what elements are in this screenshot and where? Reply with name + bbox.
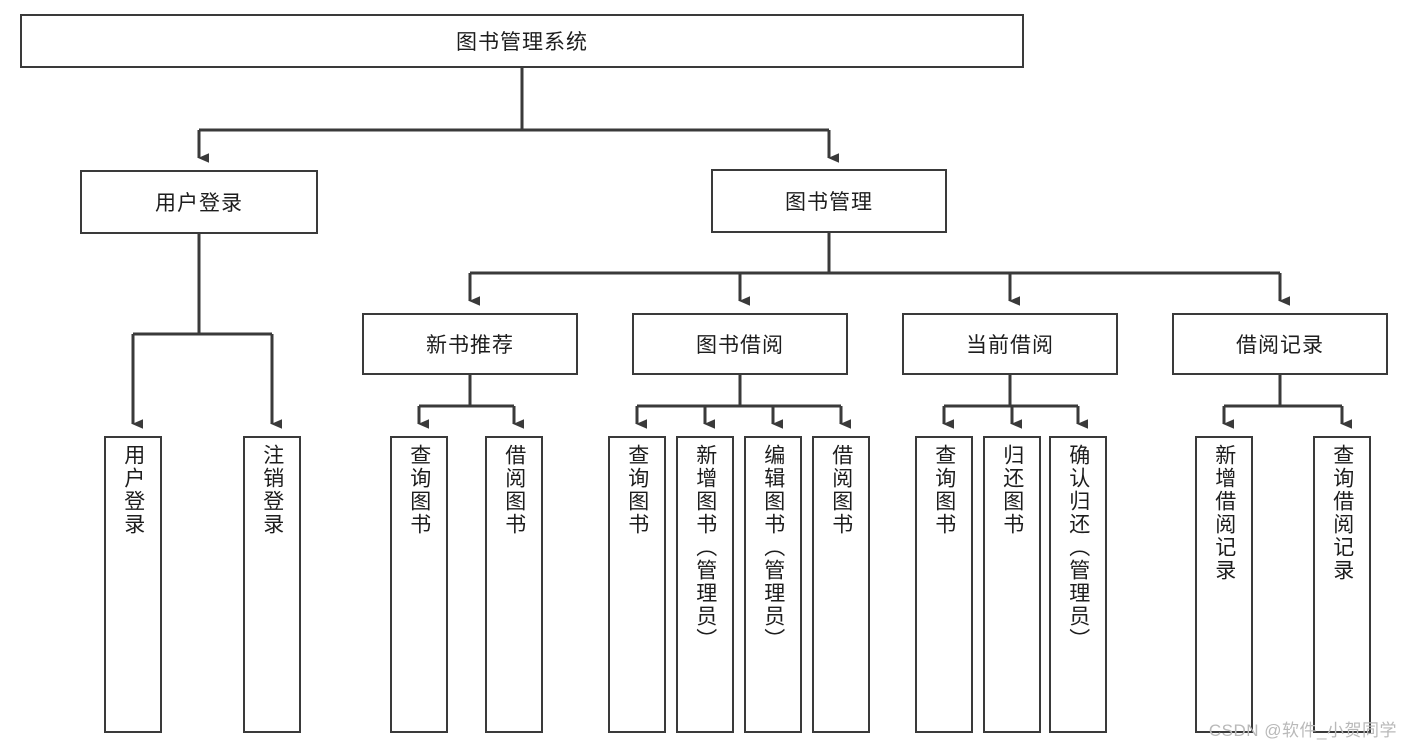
node-label: 编辑图书（管理员） bbox=[761, 444, 785, 651]
leaf-borrow-add-book-admin[interactable]: 新增图书（管理员） bbox=[676, 436, 734, 733]
leaf-recommend-borrow-book[interactable]: 借阅图书 bbox=[485, 436, 543, 733]
node-label: 新书推荐 bbox=[426, 334, 514, 357]
node-label: 确认归还（管理员） bbox=[1066, 444, 1090, 651]
node-label: 图书管理 bbox=[785, 191, 873, 214]
node-label: 图书借阅 bbox=[696, 334, 784, 357]
node-label: 归还图书 bbox=[1000, 444, 1024, 536]
leaf-borrow-query-book[interactable]: 查询图书 bbox=[608, 436, 666, 733]
node-book-borrow[interactable]: 图书借阅 bbox=[632, 313, 848, 375]
leaf-record-query-record[interactable]: 查询借阅记录 bbox=[1313, 436, 1371, 733]
leaf-current-return-book[interactable]: 归还图书 bbox=[983, 436, 1041, 733]
node-borrow-record[interactable]: 借阅记录 bbox=[1172, 313, 1388, 375]
node-book-management[interactable]: 图书管理 bbox=[711, 169, 947, 233]
node-label: 查询图书 bbox=[932, 444, 956, 536]
node-label: 借阅记录 bbox=[1236, 334, 1324, 357]
node-new-book-recommend[interactable]: 新书推荐 bbox=[362, 313, 578, 375]
node-label: 当前借阅 bbox=[966, 334, 1054, 357]
node-label: 用户登录 bbox=[121, 444, 145, 536]
node-label: 新增图书（管理员） bbox=[693, 444, 717, 651]
node-root-system[interactable]: 图书管理系统 bbox=[20, 14, 1024, 68]
node-label: 新增借阅记录 bbox=[1212, 444, 1236, 582]
node-label: 借阅图书 bbox=[502, 444, 526, 536]
leaf-current-query-book[interactable]: 查询图书 bbox=[915, 436, 973, 733]
node-label: 图书管理系统 bbox=[456, 31, 588, 54]
node-label: 查询图书 bbox=[625, 444, 649, 536]
node-label: 注销登录 bbox=[260, 444, 284, 536]
leaf-current-confirm-return-admin[interactable]: 确认归还（管理员） bbox=[1049, 436, 1107, 733]
node-current-borrow[interactable]: 当前借阅 bbox=[902, 313, 1118, 375]
leaf-recommend-query-book[interactable]: 查询图书 bbox=[390, 436, 448, 733]
node-label: 用户登录 bbox=[155, 192, 243, 215]
leaf-borrow-borrow-book[interactable]: 借阅图书 bbox=[812, 436, 870, 733]
node-user-login[interactable]: 用户登录 bbox=[80, 170, 318, 234]
leaf-record-add-record[interactable]: 新增借阅记录 bbox=[1195, 436, 1253, 733]
leaf-borrow-edit-book-admin[interactable]: 编辑图书（管理员） bbox=[744, 436, 802, 733]
node-label: 借阅图书 bbox=[829, 444, 853, 536]
leaf-user-login-logout[interactable]: 注销登录 bbox=[243, 436, 301, 733]
leaf-user-login-login[interactable]: 用户登录 bbox=[104, 436, 162, 733]
node-label: 查询借阅记录 bbox=[1330, 444, 1354, 582]
node-label: 查询图书 bbox=[407, 444, 431, 536]
